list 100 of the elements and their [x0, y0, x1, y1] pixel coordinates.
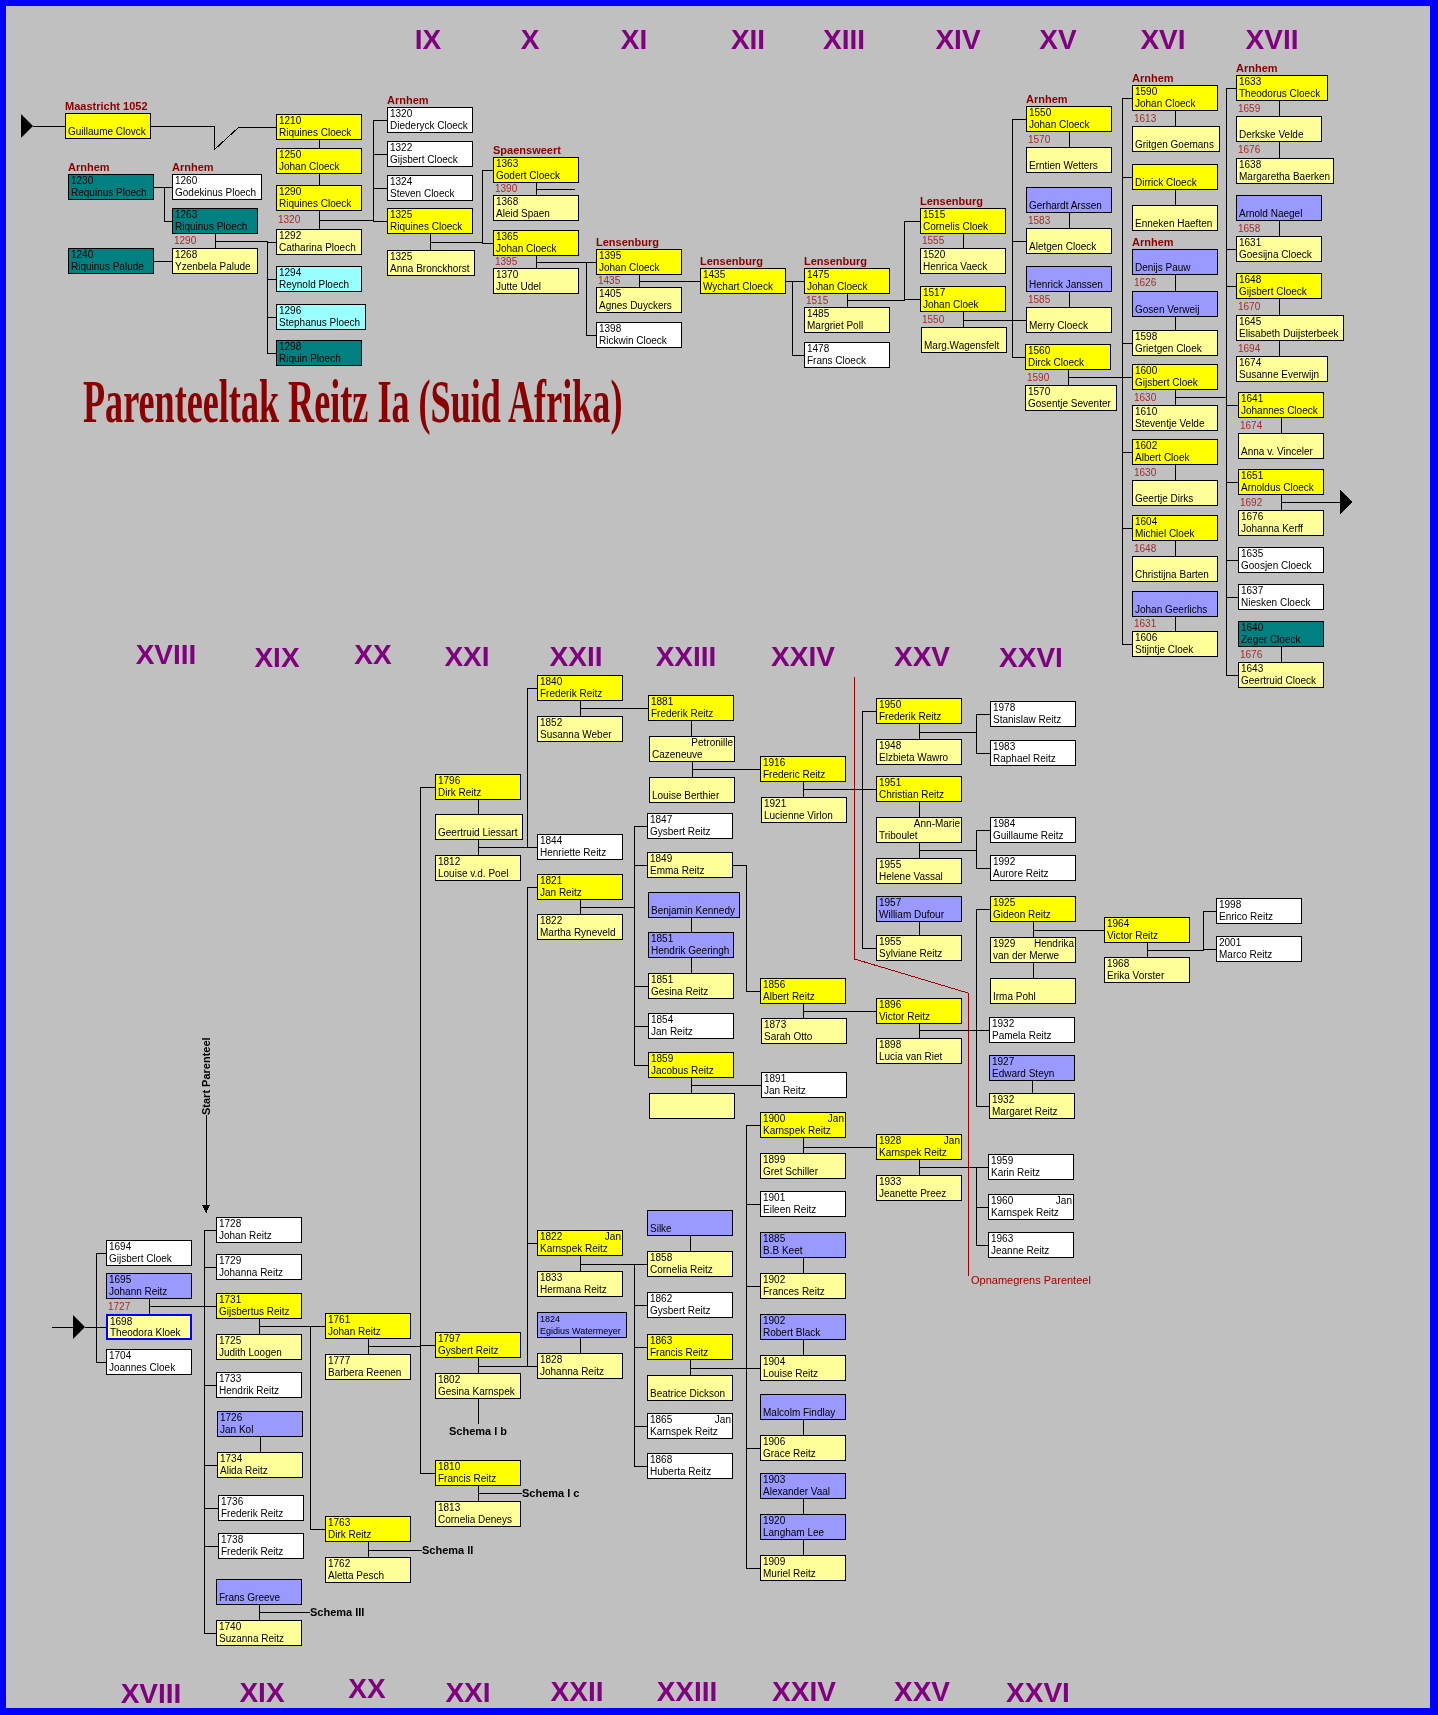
birth-year: 1325 — [390, 251, 413, 263]
person-name: Jeanette Preez — [879, 1188, 947, 1200]
connector-line — [918, 849, 991, 869]
connector-line — [1280, 417, 1282, 434]
person-box — [1132, 405, 1218, 431]
connector-line — [690, 720, 692, 737]
birth-year: 1260 — [175, 175, 198, 187]
person-box — [1236, 273, 1322, 299]
birth-year: 1833 — [540, 1272, 563, 1284]
person-box — [647, 1210, 733, 1236]
generation-numeral: XXVI — [1006, 1679, 1070, 1707]
connector-line — [214, 233, 277, 354]
marriage-year: 1320 — [278, 214, 301, 226]
person-name: Henriette Reitz — [540, 847, 607, 859]
person-name: Marco Reitz — [1219, 949, 1273, 961]
person-name: Zeger Cloeck — [1241, 634, 1301, 646]
person-box — [435, 814, 523, 840]
person-name: Requinus Ploech — [71, 187, 147, 199]
person-box — [216, 1372, 302, 1398]
person-box — [876, 1175, 962, 1201]
connector-line — [535, 182, 576, 190]
person-box — [1025, 385, 1117, 411]
birth-year: 1856 — [763, 979, 786, 991]
birth-year: 1517 — [923, 287, 946, 299]
connector-line — [477, 1398, 479, 1425]
person-name: Silke — [650, 1223, 672, 1235]
connector-line — [1278, 220, 1280, 237]
person-name: Wychart Cloeck — [703, 281, 773, 293]
person-name: Riquinus Ploech — [175, 221, 248, 233]
person-box — [276, 114, 362, 140]
person-name: Edward Steyn — [992, 1068, 1055, 1080]
birth-year: 1921 — [764, 798, 787, 810]
marriage-year: 1585 — [1028, 293, 1051, 306]
person-name: Theodora Kloek — [110, 1327, 181, 1338]
generation-numeral: XVI — [1140, 26, 1186, 54]
person-box — [537, 675, 623, 701]
person-name: Frederik Reitz — [221, 1508, 284, 1520]
birth-year: 1862 — [650, 1293, 673, 1305]
person-box — [804, 307, 890, 333]
connector-line — [258, 1318, 326, 1530]
person-box — [647, 1251, 733, 1277]
connector-line — [258, 1611, 311, 1621]
person-name: Riquines Cloeck — [390, 221, 463, 233]
marriage-year: 1626 — [1134, 277, 1157, 289]
birth-year: 1933 — [879, 1176, 902, 1188]
generation-numeral: XXI — [445, 1679, 491, 1707]
person-box — [1026, 228, 1112, 254]
connector-line — [1146, 942, 1217, 951]
place-heading: Arnhem — [172, 161, 214, 174]
birth-year: 1398 — [599, 323, 622, 335]
arrow — [1280, 490, 1353, 514]
person-name: Riquinus Palude — [71, 261, 144, 273]
person-name: Arnoldus Cloeck — [1241, 482, 1314, 494]
birth-year: 1891 — [764, 1073, 787, 1085]
person-name: Johan Cloeck — [496, 243, 557, 255]
generation-numeral: XXV — [894, 643, 950, 671]
birth-year: 1602 — [1135, 440, 1158, 452]
person-name: Dirrick Cloeck — [1135, 177, 1197, 189]
person-box — [1132, 205, 1218, 231]
person-box — [1132, 439, 1218, 465]
connector-line — [802, 1257, 804, 1274]
person-entry: 1900 Jan Karnspek Reitz — [763, 1113, 844, 1137]
connector-line — [802, 1137, 877, 1148]
person-name: Gosen Verweij — [1135, 304, 1200, 316]
birth-year: 1824 — [540, 1313, 561, 1325]
person-name: Johan Reitz — [219, 1230, 272, 1242]
person-box — [1238, 433, 1324, 459]
birth-year: 1641 — [1241, 393, 1264, 405]
person-box — [216, 1579, 302, 1605]
connector-line — [367, 1338, 436, 1474]
person-name: Dirck Cloeck — [1028, 357, 1085, 369]
person-box — [876, 935, 962, 961]
person-box — [1132, 556, 1218, 582]
person-box — [760, 1435, 846, 1461]
person-box — [537, 834, 623, 860]
person-box — [276, 148, 362, 174]
marriage-year: 1613 — [1134, 112, 1157, 125]
connector-line — [638, 274, 701, 282]
birth-year: 1927 — [992, 1056, 1015, 1068]
person-box — [1132, 480, 1218, 506]
place-heading: Lensenburg — [700, 255, 763, 268]
person-name: Francis Reitz — [650, 1347, 709, 1359]
person-name: Aurore Reitz — [993, 868, 1049, 880]
generation-numeral: XII — [730, 26, 766, 54]
person-name: Geertruid Cloeck — [1241, 675, 1317, 687]
connector-line — [1278, 100, 1280, 117]
birth-year: 1515 — [923, 209, 946, 221]
person-name: Robert Black — [763, 1327, 821, 1339]
person-name: Francis Reitz — [438, 1473, 497, 1485]
person-name: Michiel Cloek — [1135, 528, 1195, 540]
birth-year: 1726 — [220, 1412, 243, 1424]
schema-reference: Schema I b — [449, 1424, 508, 1438]
person-name: Emma Reitz — [650, 865, 705, 877]
person-box — [647, 1375, 733, 1401]
person-name: Frances Reitz — [763, 1286, 825, 1298]
birth-year: 1570 — [1028, 386, 1051, 398]
connector-line — [429, 233, 494, 244]
person-name: Hendrik Reitz — [219, 1385, 280, 1397]
person-box — [760, 1153, 846, 1179]
marriage-year: 1435 — [598, 275, 621, 287]
